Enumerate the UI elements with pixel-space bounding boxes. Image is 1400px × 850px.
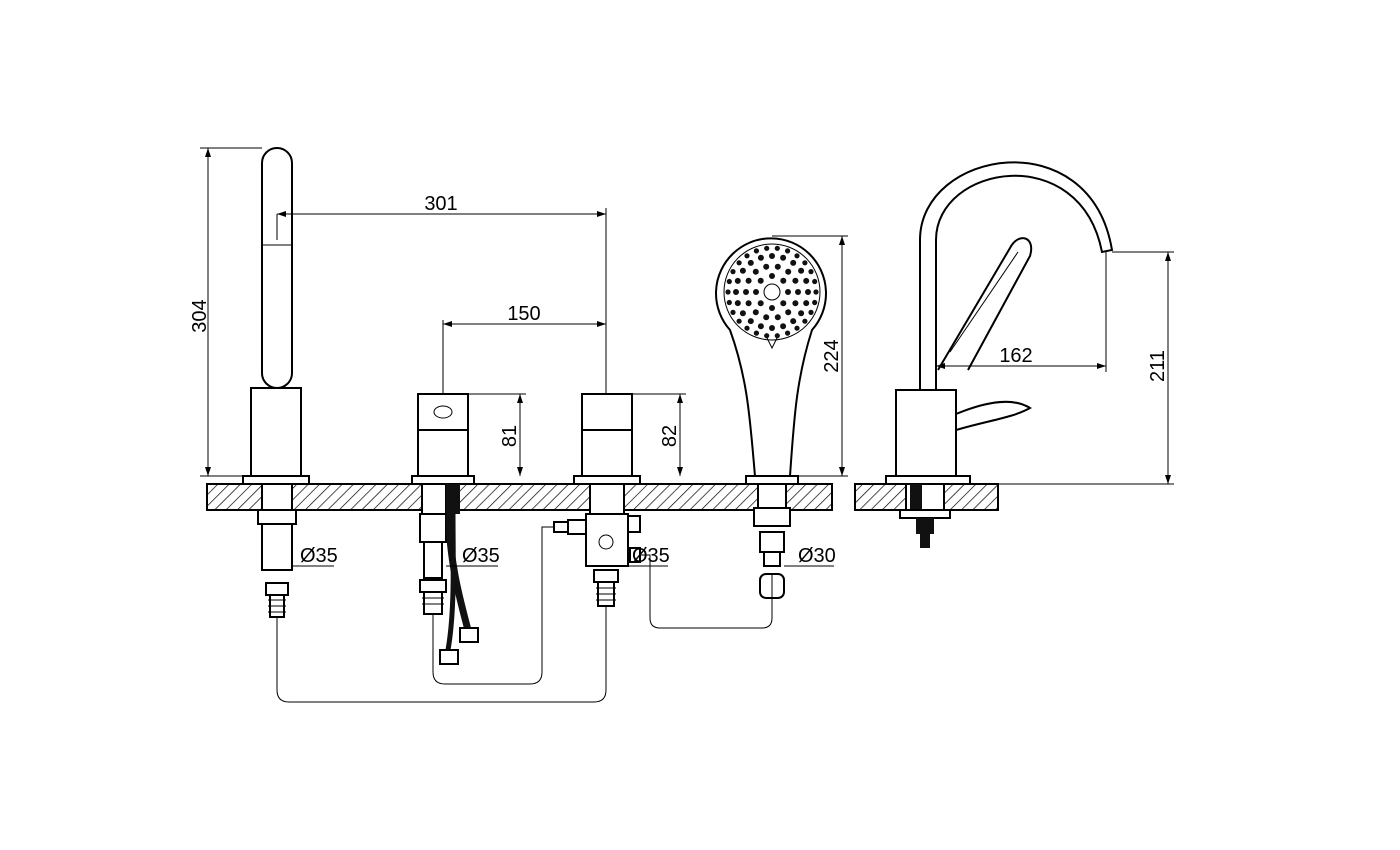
dim-162: 162 bbox=[999, 345, 1032, 367]
nozzle-dot bbox=[803, 277, 810, 284]
nozzle-dot bbox=[726, 278, 732, 285]
dim-301: 301 bbox=[424, 193, 457, 215]
nozzle-dot bbox=[795, 289, 801, 295]
nozzle-dot bbox=[734, 277, 741, 284]
nozzle-dot bbox=[764, 333, 770, 339]
spout-assembly bbox=[242, 147, 310, 618]
nozzle-dot bbox=[802, 260, 808, 266]
nozzle-dot bbox=[780, 277, 787, 284]
nozzle-dot bbox=[774, 333, 780, 339]
nozzle-dot bbox=[745, 300, 752, 307]
nozzle-dot bbox=[794, 325, 800, 331]
nozzle-dot bbox=[736, 260, 742, 266]
dim-82: 82 bbox=[659, 425, 681, 447]
nozzle-dot bbox=[798, 267, 805, 274]
nozzle-dot bbox=[726, 299, 732, 306]
nozzle-dot bbox=[743, 289, 749, 295]
nozzle-dot bbox=[769, 325, 775, 331]
nozzle-dot bbox=[757, 300, 764, 307]
nozzle-dot bbox=[734, 300, 741, 307]
nozzle-dot bbox=[769, 305, 775, 311]
nozzle-dot bbox=[780, 254, 787, 261]
nozzle-dot bbox=[753, 248, 760, 254]
hole-diameter-3: Ø35 bbox=[632, 545, 670, 567]
nozzle-dot bbox=[747, 259, 754, 266]
nozzle-dot bbox=[763, 263, 770, 270]
nozzle-dot bbox=[785, 309, 792, 316]
nozzle-dot bbox=[785, 248, 791, 254]
nozzle-dot bbox=[794, 253, 800, 259]
nozzle-dot bbox=[780, 323, 787, 330]
nozzle-dot bbox=[774, 314, 781, 321]
countertop-left bbox=[206, 483, 833, 511]
dim-211: 211 bbox=[1147, 350, 1169, 382]
side-view-faucet bbox=[885, 161, 1114, 548]
nozzle-dot bbox=[744, 253, 750, 259]
nozzle-dot bbox=[769, 253, 775, 259]
nozzle-dot bbox=[798, 310, 805, 317]
nozzle-dot bbox=[757, 254, 764, 261]
hole-diameter-2: Ø35 bbox=[462, 545, 500, 567]
nozzle-dot bbox=[733, 289, 739, 295]
nozzle-dot bbox=[747, 318, 754, 325]
nozzle-dot bbox=[790, 318, 797, 325]
nozzle-dot bbox=[757, 277, 764, 284]
nozzle-dot bbox=[753, 289, 759, 295]
mixer-valve bbox=[411, 393, 479, 665]
nozzle-dot bbox=[792, 277, 799, 284]
connection-pipes bbox=[276, 526, 773, 703]
hole-diameter-1: Ø35 bbox=[300, 545, 338, 567]
nozzle-dot bbox=[802, 318, 808, 324]
dim-81: 81 bbox=[499, 425, 521, 447]
nozzle-dot bbox=[730, 269, 736, 275]
nozzle-dot bbox=[752, 309, 759, 316]
nozzle-dot bbox=[764, 245, 770, 251]
diverter-valve bbox=[553, 393, 641, 607]
nozzle-dot bbox=[725, 289, 731, 295]
dim-150: 150 bbox=[507, 303, 540, 325]
nozzle-dot bbox=[752, 268, 759, 275]
nozzle-dot bbox=[813, 289, 819, 295]
nozzle-dot bbox=[769, 273, 775, 279]
nozzle-dot bbox=[792, 300, 799, 307]
dim-304: 304 bbox=[189, 299, 211, 332]
hand-shower bbox=[715, 237, 827, 599]
nozzle-dot bbox=[745, 277, 752, 284]
nozzle-dot bbox=[808, 269, 814, 275]
shower-nozzles bbox=[725, 245, 819, 339]
nozzle-dot bbox=[744, 325, 750, 331]
nozzle-dot bbox=[757, 323, 764, 330]
nozzle-dot bbox=[780, 300, 787, 307]
nozzle-dot bbox=[808, 309, 814, 315]
nozzle-dot bbox=[753, 330, 760, 336]
nozzle-dot bbox=[763, 314, 770, 321]
dim-224: 224 bbox=[821, 339, 843, 372]
nozzle-dot bbox=[805, 289, 811, 295]
nozzle-dot bbox=[790, 259, 797, 266]
nozzle-dot bbox=[736, 318, 742, 324]
nozzle-dot bbox=[812, 299, 818, 306]
nozzle-dot bbox=[803, 300, 810, 307]
nozzle-dot bbox=[785, 289, 791, 295]
hole-diameter-4: Ø30 bbox=[798, 545, 836, 567]
nozzle-dot bbox=[785, 268, 792, 275]
nozzle-dot bbox=[774, 263, 781, 270]
nozzle-dot bbox=[812, 278, 818, 285]
nozzle-dot bbox=[730, 309, 736, 315]
nozzle-dot bbox=[785, 330, 791, 336]
nozzle-dot bbox=[774, 245, 780, 251]
nozzle-dot bbox=[739, 267, 746, 274]
dimension-lines bbox=[200, 147, 1174, 567]
nozzle-dot bbox=[739, 310, 746, 317]
